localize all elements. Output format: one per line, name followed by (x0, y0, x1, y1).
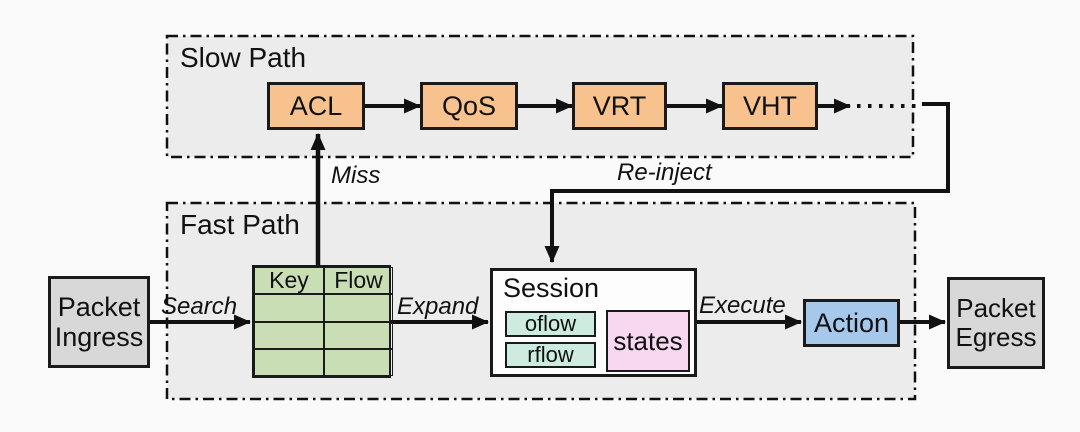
flow-table-header-flow: Flow (324, 267, 393, 295)
rflow-box: rflow (505, 342, 596, 368)
stage-qos: QoS (420, 82, 518, 130)
execute-label: Execute (699, 292, 786, 319)
slow-path-title: Slow Path (180, 42, 307, 73)
packet-egress-line2: Egress (955, 322, 1037, 352)
expand-label: Expand (397, 293, 479, 320)
packet-ingress-line2: Ingress (54, 322, 144, 352)
states-box: states (606, 310, 690, 372)
reinject-label: Re-inject (617, 159, 712, 186)
action-box: Action (803, 299, 900, 347)
flow-table-cell (254, 348, 324, 376)
packet-ingress-line1: Packet (57, 291, 141, 322)
flow-table-cell (324, 294, 393, 322)
flow-table-cell (324, 321, 393, 349)
packet-egress-box: Packet Egress (947, 277, 1045, 369)
miss-label: Miss (331, 162, 381, 189)
flow-table: Key Flow (252, 265, 393, 378)
session-box: Session oflow rflow states (490, 268, 697, 377)
flow-table-cell (254, 294, 324, 322)
packet-ingress-box: Packet Ingress (48, 276, 150, 368)
fast-path-title: Fast Path (180, 209, 300, 240)
stage-vht: VHT (722, 82, 818, 130)
arrow-reinject (544, 102, 950, 263)
search-label: Search (161, 293, 238, 320)
flow-table-header-key: Key (254, 267, 324, 295)
stage-vrt: VRT (572, 82, 667, 130)
flow-table-cell (324, 348, 393, 376)
packet-egress-line1: Packet (956, 292, 1036, 323)
session-title: Session (503, 273, 600, 303)
flow-table-cell (254, 321, 324, 349)
stage-acl: ACL (267, 82, 365, 130)
oflow-box: oflow (505, 311, 596, 337)
